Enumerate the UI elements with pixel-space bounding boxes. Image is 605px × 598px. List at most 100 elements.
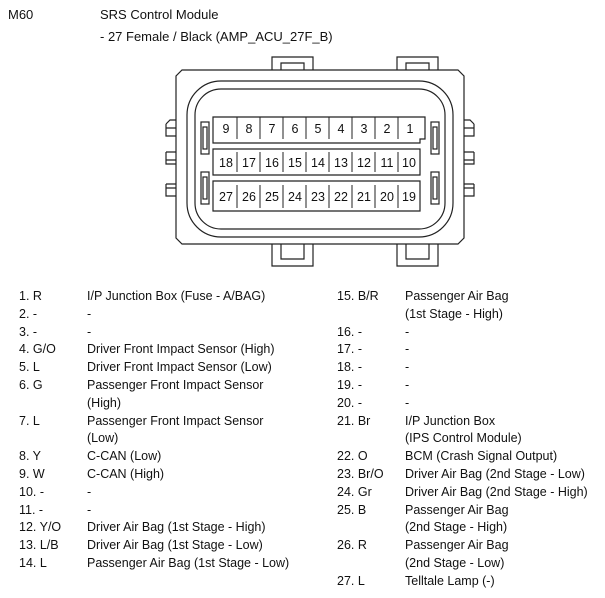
pin-id: 22. O	[337, 449, 368, 464]
connector-code: M60	[8, 7, 34, 22]
pin-description: -	[405, 324, 410, 339]
pin-description: Passenger Front Impact Sensor	[87, 377, 264, 392]
pin-label: 13	[334, 156, 348, 170]
pin-row-middle-frame	[212, 148, 421, 176]
pin-description: Driver Air Bag (1st Stage - Low)	[87, 538, 263, 553]
pin-row: 11. --	[19, 502, 319, 520]
pin-row: 24. Gr Driver Air Bag (2nd Stage - High)	[337, 484, 599, 502]
pin-label: 19	[402, 190, 416, 204]
pin-label: 9	[223, 122, 230, 136]
pin-id: 4. G/O	[19, 342, 56, 357]
pin-id: 8. Y	[19, 449, 42, 464]
pin-id: 25. B	[337, 502, 367, 517]
pin-description: BCM (Crash Signal Output)	[405, 449, 558, 464]
pin-label: 15	[288, 156, 302, 170]
pin-row: 21. Br I/P Junction Box (IPS Control Modul…	[337, 413, 599, 449]
pin-description: Driver Front Impact Sensor (High)	[87, 342, 275, 357]
pin-label: 16	[265, 156, 279, 170]
pin-description: Telltale Lamp (-)	[405, 573, 495, 588]
pin-row-top-frame	[212, 116, 426, 144]
connector-subtitle: - 27 Female / Black (AMP_ACU_27F_B)	[100, 29, 333, 44]
pin-row: 2. - -	[19, 306, 319, 324]
pin-label: 18	[219, 156, 233, 170]
pin-label: 14	[311, 156, 325, 170]
module-title: SRS Control Module	[100, 7, 219, 22]
pin-id: 11. -	[19, 502, 44, 517]
pin-id: 15. B/R	[337, 289, 379, 303]
pin-label: 1	[407, 122, 414, 136]
pin-description: -	[87, 484, 92, 499]
pin-label: 7	[269, 122, 276, 136]
bottom-latch-right	[396, 244, 439, 267]
pin-label: 12	[357, 156, 371, 170]
pin-description: Passenger Air Bag	[405, 502, 509, 517]
pin-id: 24. Gr	[337, 484, 372, 499]
pin-label: 25	[265, 190, 279, 204]
lock-tab-right-bottom	[430, 171, 440, 205]
pin-description: (Low)	[87, 431, 119, 446]
pin-id: 16. -	[337, 324, 363, 339]
connector-diagram: 9 8 7 6 5 4 3 2 1 18 17 16 15 14 13 12 1…	[165, 56, 475, 267]
pin-label: 24	[288, 190, 302, 204]
pin-label: 27	[219, 190, 233, 204]
pin-description: I/P Junction Box	[405, 413, 496, 428]
pin-id: 27. L	[337, 573, 365, 588]
pin-description: Passenger Air Bag	[405, 289, 509, 303]
pin-description: Passenger Air Bag (1st Stage - Low)	[87, 555, 290, 570]
pin-row: 3. - -	[19, 324, 319, 342]
rib-right-top	[464, 119, 475, 137]
pin-id: 7. L	[19, 413, 40, 428]
pin-description: -	[405, 342, 410, 357]
pin-description: (IPS Control Module)	[405, 431, 522, 446]
pin-id: 9. W	[19, 466, 45, 481]
pin-description: Driver Air Bag (2nd Stage - High)	[405, 484, 588, 499]
pin-description: Driver Air Bag (2nd Stage - Low)	[405, 466, 585, 481]
pin-id: 18. -	[337, 360, 363, 375]
pin-row-bottom-frame	[212, 180, 421, 212]
pin-label: 22	[334, 190, 348, 204]
pin-row: 8. Y C-CAN (Low)	[19, 448, 319, 466]
pin-description: -	[87, 324, 92, 339]
pin-label: 10	[402, 156, 416, 170]
pin-description: -	[87, 306, 92, 321]
lock-tab-left-top	[200, 121, 210, 155]
pin-row: 18. - -	[337, 359, 599, 377]
pin-id: 19. -	[337, 377, 363, 392]
connector-housing	[175, 69, 465, 245]
pin-label: 3	[361, 122, 368, 136]
pin-description: -	[405, 377, 410, 392]
pin-description: -	[405, 360, 410, 375]
pin-label: 17	[242, 156, 256, 170]
pin-id: 12. Y/O	[19, 520, 62, 535]
pin-description: (High)	[87, 395, 122, 410]
pin-id: 23. Br/O	[337, 466, 384, 481]
pin-row: 17. --	[337, 341, 599, 359]
pin-label: 23	[311, 190, 325, 204]
pin-id: 2. -	[19, 306, 38, 321]
pin-label: 26	[242, 190, 256, 204]
pin-label: 5	[315, 122, 322, 136]
pin-label: 11	[381, 156, 394, 170]
pin-description: C-CAN (Low)	[87, 449, 162, 464]
pin-id: 21. Br	[337, 413, 371, 428]
pin-row: 22. O BCM (Crash Signal Output)	[337, 448, 599, 466]
pin-label: 4	[338, 122, 345, 136]
pin-row: 27. L Telltale Lamp (-)	[337, 573, 599, 591]
rib-left-top	[165, 119, 176, 137]
pin-description: (2nd Stage - Low)	[405, 555, 505, 570]
pin-row: 20. --	[337, 395, 599, 413]
lock-tab-left-bottom	[200, 171, 210, 205]
top-latch-left	[271, 56, 314, 70]
pin-description: I/P Junction Box (Fuse - A/BAG)	[87, 289, 266, 303]
pin-id: 26. R	[337, 538, 367, 553]
pin-id: 3. -	[19, 324, 38, 339]
